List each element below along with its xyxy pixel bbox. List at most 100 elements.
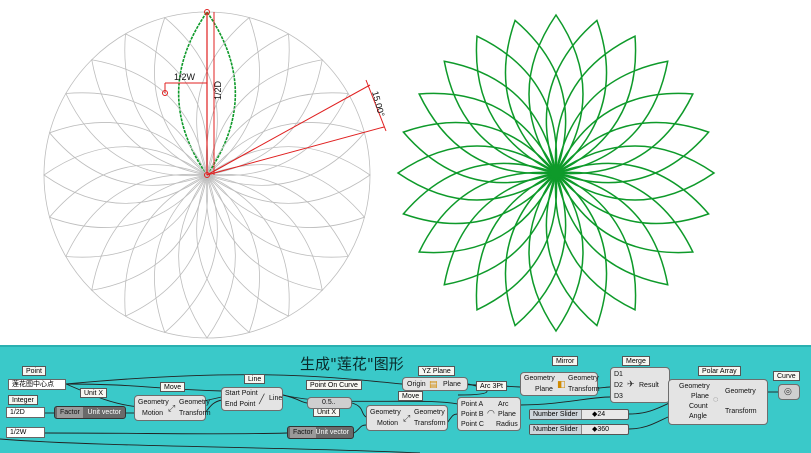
polar-angle-input[interactable]: Angle — [689, 413, 707, 420]
mirror-geometry-output[interactable]: Geometry — [568, 375, 599, 382]
construction-petal — [91, 59, 208, 176]
curve-icon: ◎ — [784, 386, 792, 396]
unit-vector-output[interactable]: Unit vector — [87, 409, 121, 416]
panel-half-w[interactable]: 1/2W — [6, 427, 45, 438]
merge-d1-input[interactable]: D1 — [614, 371, 623, 378]
construction-petal — [124, 33, 209, 176]
arc-output[interactable]: Arc — [498, 401, 509, 408]
mirror-node[interactable]: Geometry Plane ◧ Geometry Transform — [520, 372, 600, 396]
lotus-petal — [475, 35, 558, 175]
construction-petal — [205, 33, 290, 176]
canvas-title: 生成"莲花"图形 — [300, 355, 404, 373]
lotus-petal — [554, 162, 710, 225]
arc-plane-output[interactable]: Plane — [498, 411, 516, 418]
move2-motion-input[interactable]: Motion — [377, 420, 399, 427]
panel-center-point[interactable]: 莲花图中心点 — [8, 379, 66, 390]
slider-angle-value[interactable]: ◆360 — [592, 426, 610, 433]
tag-point: Point — [22, 366, 46, 376]
construction-petal — [196, 174, 260, 334]
panel-half-d[interactable]: 1/2D — [6, 407, 45, 418]
merge-d3-input[interactable]: D3 — [614, 393, 623, 400]
lotus-petal — [475, 171, 558, 311]
lotus-petal — [402, 162, 558, 225]
tag-polar-array: Polar Array — [698, 366, 741, 376]
move2-transform-output[interactable]: Transform — [414, 420, 446, 427]
unit-vector-output-2[interactable]: Unit vector — [315, 429, 349, 436]
rhino-viewport: 1/2W 1/2D 15.00° — [43, 9, 716, 339]
slider-angle-label: Number Slider — [530, 425, 582, 434]
lotus-petal — [443, 172, 557, 286]
line-end-point-input[interactable]: End Point — [225, 401, 256, 408]
polar-transform-output[interactable]: Transform — [725, 408, 757, 415]
arc-radius-output[interactable]: Radius — [496, 421, 518, 428]
mirror-icon: ◧ — [557, 379, 566, 389]
lotus-petal — [554, 171, 694, 254]
tag-arc-3pt: Arc 3Pt — [476, 381, 507, 391]
polar-array-node[interactable]: Geometry Plane Count Angle ◌ Geometry Tr… — [668, 379, 768, 425]
merge-node[interactable]: D1 D2 D3 ✈ Result — [610, 367, 670, 403]
mirror-geometry-input[interactable]: Geometry — [524, 375, 555, 382]
arc-point-c-input[interactable]: Point C — [461, 421, 484, 428]
lotus-petal — [443, 60, 557, 174]
mirror-transform-output[interactable]: Transform — [568, 386, 600, 393]
polar-geometry-output[interactable]: Geometry — [725, 388, 756, 395]
curve-param[interactable]: ◎ — [778, 384, 800, 400]
merge-d2-input[interactable]: D2 — [614, 382, 623, 389]
lotus-center — [551, 168, 561, 178]
construction-petal — [65, 173, 208, 258]
tag-integer: Integer — [8, 395, 38, 405]
mirror-plane-input[interactable]: Plane — [535, 386, 553, 393]
slider-count-value[interactable]: ◆24 — [592, 411, 606, 418]
point-on-curve-value[interactable]: 0.5.. — [322, 399, 336, 406]
construction-petal — [154, 16, 218, 176]
move-transform-output[interactable]: Transform — [179, 410, 211, 417]
yz-plane-node[interactable]: Origin ▤ Plane — [402, 377, 468, 391]
move-node-1[interactable]: Geometry Motion ⤢ Geometry Transform — [134, 395, 211, 421]
line-node[interactable]: Start Point End Point ╱ Line — [221, 387, 283, 411]
construction-petal — [124, 174, 209, 317]
slider-count[interactable]: Number Slider ◆24 — [529, 409, 629, 420]
polar-geometry-input[interactable]: Geometry — [679, 383, 710, 390]
construction-petal — [206, 164, 366, 228]
lotus-petal — [418, 92, 558, 175]
move-icon-2: ⤢ — [403, 413, 411, 423]
polar-count-input[interactable]: Count — [689, 403, 708, 410]
construction-petal — [65, 92, 208, 177]
polar-plane-input[interactable]: Plane — [691, 393, 709, 400]
factor-input[interactable]: Factor — [57, 407, 83, 418]
merge-result-output[interactable]: Result — [639, 382, 659, 389]
move-node-2[interactable]: Geometry Motion ⤢ Geometry Transform — [366, 405, 448, 431]
construction-petal — [178, 174, 236, 339]
arc-point-b-input[interactable]: Point B — [461, 411, 484, 418]
construction-petal — [196, 16, 260, 176]
slider-angle[interactable]: Number Slider ◆360 — [529, 424, 629, 435]
move-geometry-output[interactable]: Geometry — [179, 399, 210, 406]
move2-geometry-output[interactable]: Geometry — [414, 409, 445, 416]
lotus-petal — [528, 13, 584, 175]
factor-input-2[interactable]: Factor — [290, 427, 316, 438]
lotus-drawing: 1/2W 1/2D 15.00° — [43, 9, 716, 339]
line-output[interactable]: Line — [269, 395, 283, 402]
line-start-point-input[interactable]: Start Point — [225, 390, 258, 397]
yz-plane-output[interactable]: Plane — [443, 381, 461, 388]
move-geometry-input[interactable]: Geometry — [138, 399, 169, 406]
arc-point-a-input[interactable]: Point A — [461, 401, 484, 408]
yz-origin-input[interactable]: Origin — [407, 381, 426, 388]
construction-petal — [48, 164, 208, 228]
construction-petal — [206, 92, 349, 177]
plane-icon: ▤ — [429, 379, 438, 389]
lotus-petal — [554, 35, 637, 175]
lotus-petal — [554, 145, 716, 201]
tag-yz-plane: YZ Plane — [418, 366, 455, 376]
tag-point-on-curve: Point On Curve — [306, 380, 362, 390]
move-motion-input[interactable]: Motion — [142, 410, 164, 417]
arc-3pt-node[interactable]: Point A Point B Point C ◠ Arc Plane Radi… — [457, 397, 521, 431]
move2-geometry-input[interactable]: Geometry — [370, 409, 401, 416]
lotus-petal — [545, 19, 608, 175]
slider-count-label: Number Slider — [530, 410, 582, 419]
lotus-petal — [396, 145, 558, 201]
unit-x-node-2[interactable]: Factor Unit vector — [287, 426, 354, 439]
grasshopper-canvas[interactable]: 生成"莲花"图形 Point Integer Unit X Move Line … — [0, 345, 811, 453]
unit-x-node-1[interactable]: Factor Unit vector — [54, 406, 126, 419]
point-on-curve-node[interactable]: 0.5.. — [307, 397, 352, 409]
